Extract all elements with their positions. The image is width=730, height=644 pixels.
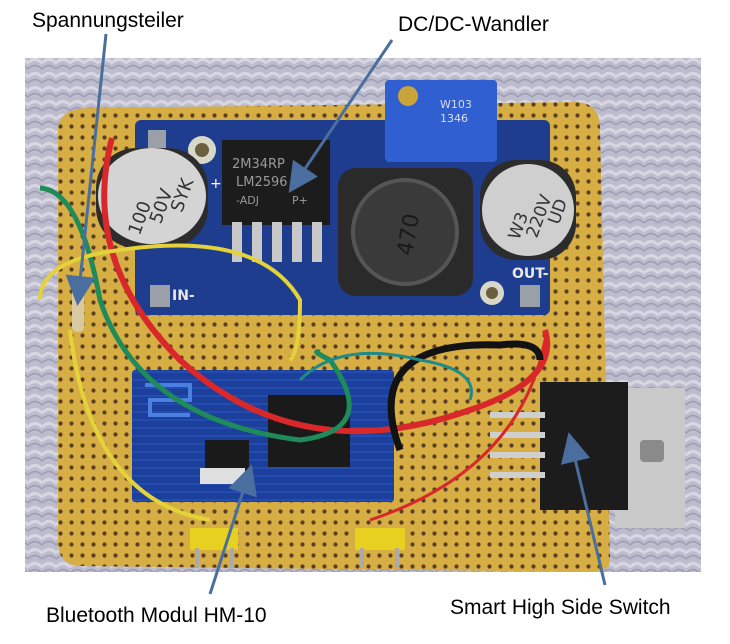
- arrow-hss: [560, 432, 607, 586]
- arrow-voltage-divider: [65, 33, 108, 306]
- arrow-bluetooth: [208, 464, 257, 595]
- wire-yellow-2: [68, 329, 211, 522]
- chip-marking-4: P+: [292, 194, 308, 207]
- pot-marking-1: W103: [440, 98, 472, 111]
- out-marking: OUT-: [512, 266, 549, 282]
- wire-teal: [298, 351, 473, 401]
- chip-marking-3: -ADJ: [236, 194, 259, 207]
- chip-marking-1: 2M34RP: [232, 157, 285, 172]
- label-voltage-divider: Spannungsteiler: [32, 9, 184, 32]
- label-high-side-switch: Smart High Side Switch: [450, 596, 671, 619]
- plus-marking: +: [210, 176, 222, 192]
- arrow-dcdc: [288, 39, 394, 193]
- inductor-core: [351, 178, 459, 286]
- wire-red-thin: [369, 339, 547, 522]
- header-right: [355, 528, 405, 550]
- wire-yellow: [38, 243, 303, 362]
- label-dcdc-converter: DC/DC-Wandler: [398, 13, 549, 36]
- in-minus-marking: IN-: [172, 288, 195, 304]
- pot-marking-2: 1346: [440, 112, 468, 125]
- wire-black: [387, 340, 544, 452]
- label-bluetooth-module: Bluetooth Modul HM-10: [46, 604, 267, 627]
- chip-marking-2: LM2596: [236, 175, 288, 190]
